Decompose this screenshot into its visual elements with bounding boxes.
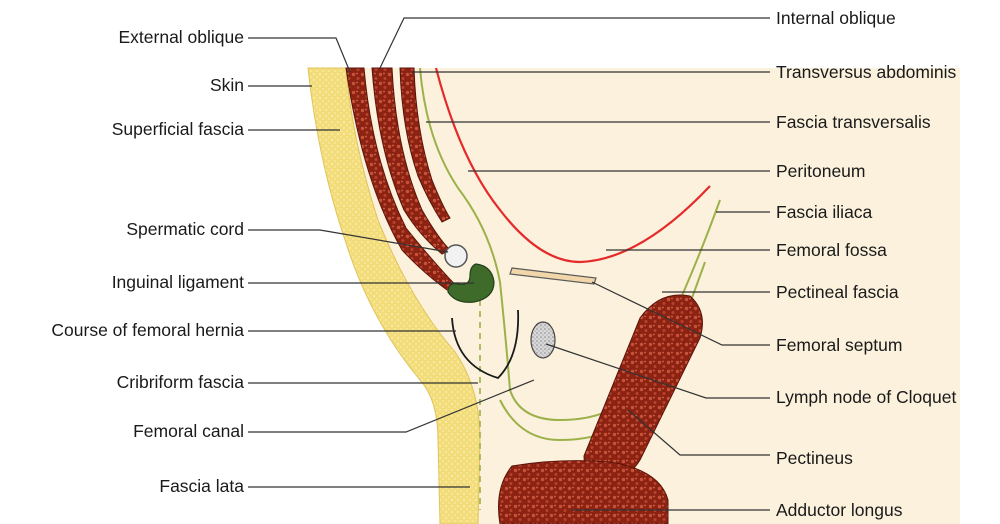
label-external-oblique: External oblique — [119, 27, 245, 47]
spermatic-cord-shape — [445, 245, 467, 267]
label-transversus-abdominis: Transversus abdominis — [776, 62, 957, 82]
label-internal-oblique: Internal oblique — [776, 8, 896, 28]
lymph-node-shape — [531, 322, 555, 358]
label-fascia-transversalis: Fascia transversalis — [776, 112, 931, 132]
label-fascia-lata: Fascia lata — [159, 476, 244, 496]
label-pectineal-fascia: Pectineal fascia — [776, 282, 899, 302]
label-lymph-node-of-cloquet: Lymph node of Cloquet — [776, 387, 956, 407]
label-pectineus: Pectineus — [776, 448, 853, 468]
label-fascia-iliaca: Fascia iliaca — [776, 202, 873, 222]
label-femoral-septum: Femoral septum — [776, 335, 902, 355]
label-inguinal-ligament: Inguinal ligament — [112, 272, 244, 292]
label-femoral-canal: Femoral canal — [133, 421, 244, 441]
label-skin: Skin — [210, 75, 244, 95]
label-femoral-fossa: Femoral fossa — [776, 240, 887, 260]
label-cribriform-fascia: Cribriform fascia — [117, 372, 245, 392]
leader-external-oblique — [248, 38, 350, 72]
label-superficial-fascia: Superficial fascia — [112, 119, 245, 139]
leader-internal-oblique — [380, 18, 770, 68]
label-spermatic-cord: Spermatic cord — [126, 219, 244, 239]
label-adductor-longus: Adductor longus — [776, 500, 903, 520]
label-peritoneum: Peritoneum — [776, 161, 866, 181]
label-course-of-femoral-hernia: Course of femoral hernia — [51, 320, 244, 340]
